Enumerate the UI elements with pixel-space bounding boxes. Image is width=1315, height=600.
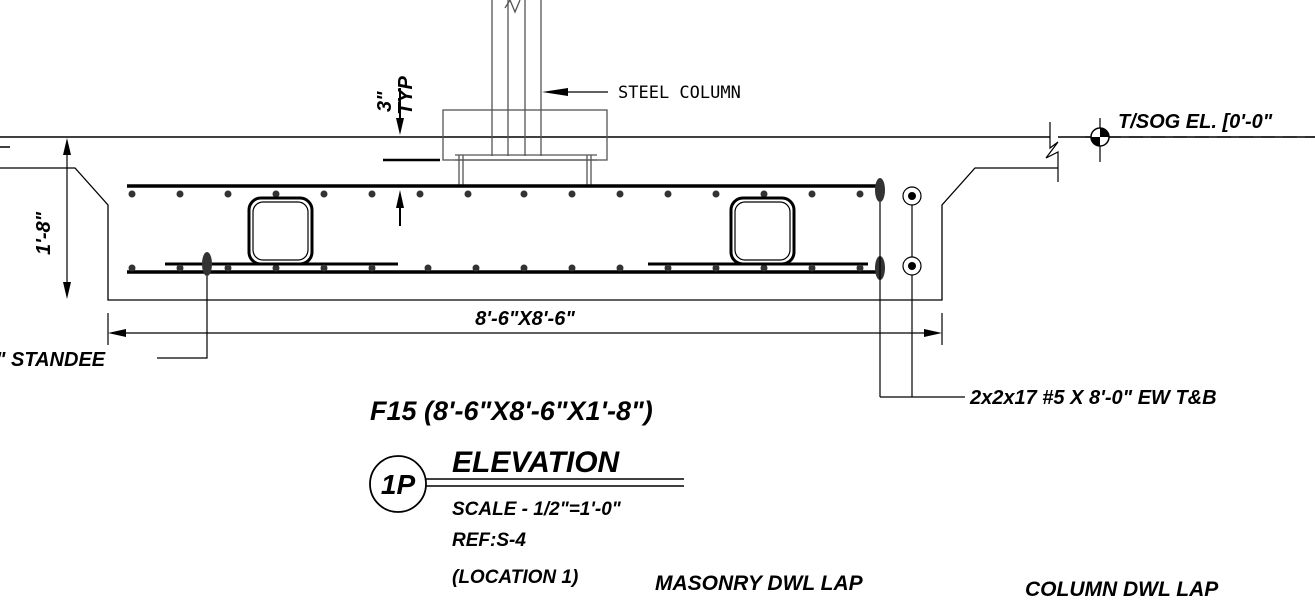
detail-bubble-number: 1P (381, 469, 416, 500)
reference-note: REF:S-4 (452, 530, 526, 551)
footing-designation: F15 (8'-6"X8'-6"X1'-8") (370, 396, 653, 426)
bottom-rebar-dots (128, 264, 864, 272)
bar-end-marks (202, 178, 922, 280)
plan-dim-arrow-left (108, 329, 126, 337)
plan-size-value: 8'-6"X8'-6" (475, 308, 575, 330)
top-rebar-dots (128, 190, 864, 198)
column-dowel-lap-header: COLUMN DWL LAP (1025, 578, 1219, 600)
plan-dim-arrow-right (924, 329, 942, 337)
steel-column-leader (542, 88, 608, 96)
plan-size-dimension (107, 313, 943, 345)
masonry-dowel-lap-header: MASONRY DWL LAP (655, 572, 864, 595)
rebar-standees (247, 196, 796, 266)
standee-leader (157, 276, 208, 359)
view-title: ELEVATION (452, 446, 621, 479)
depth-dimension-value: 1'-8" (33, 211, 55, 255)
steel-column-label: STEEL COLUMN (618, 83, 741, 103)
footing-outline (0, 167, 1058, 301)
elevation-marker-label: T/SOG EL. [0'-0" (1118, 111, 1273, 133)
detail-bubble (369, 455, 684, 513)
break-line-symbol (1045, 122, 1059, 182)
rebar-leaders (879, 202, 965, 398)
depth-dimension (63, 138, 71, 299)
standee-label: " STANDEE (0, 349, 106, 371)
elevation-marker (1085, 118, 1315, 162)
location-note: (LOCATION 1) (452, 567, 578, 588)
steel-column (442, 0, 608, 186)
rebar-callout: 2x2x17 #5 X 8'-0" EW T&B (969, 387, 1217, 409)
scale-note: SCALE - 1/2"=1'-0" (452, 499, 622, 520)
cover-dimension-typ: TYP (395, 75, 417, 115)
slab-top-line (0, 136, 1315, 148)
cover-dimension-value: 3" (374, 91, 396, 112)
